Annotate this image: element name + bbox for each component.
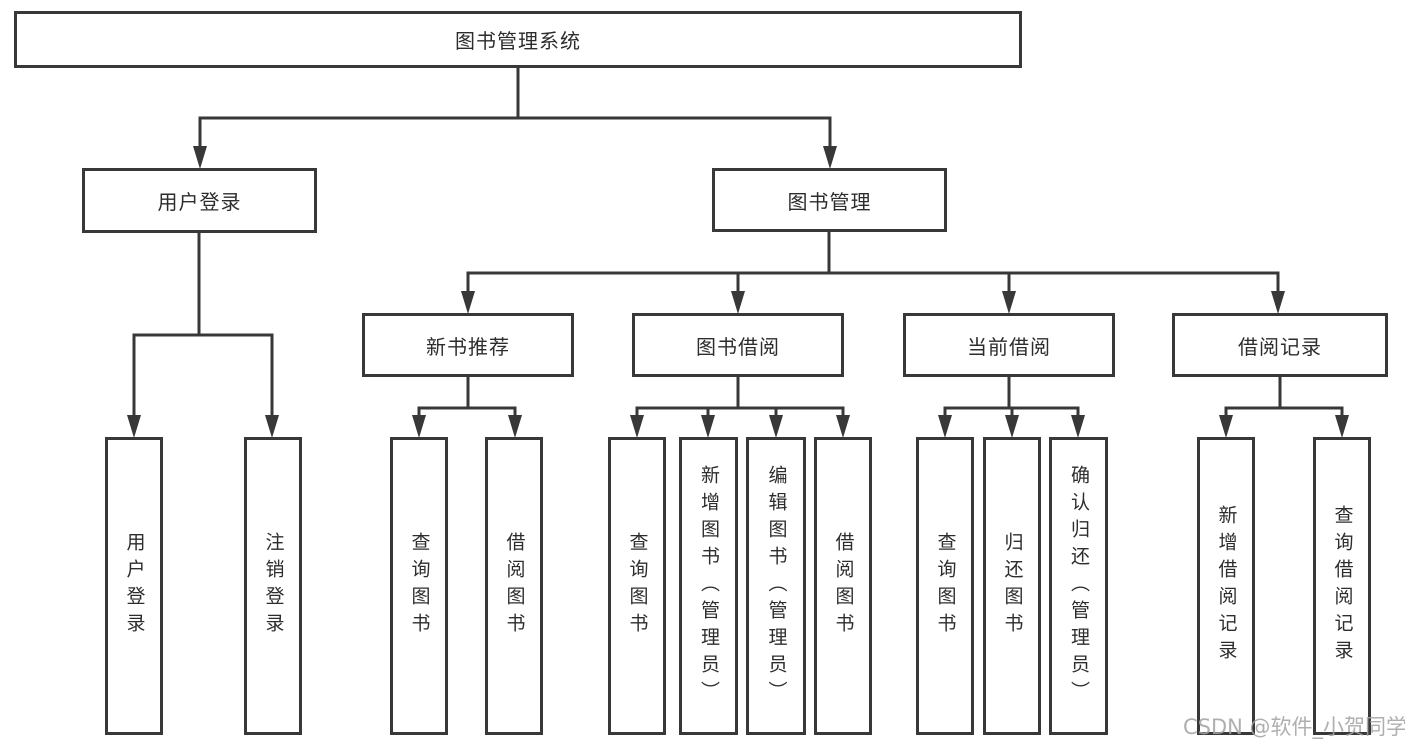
connector-book-mgmt-children — [461, 230, 1285, 314]
connector-book-borrow-children — [630, 375, 850, 438]
leaf-query-books-current-label: 查询图书 — [934, 532, 957, 640]
leaf-query-books-borrow: 查询图书 — [608, 437, 666, 735]
node-book-management: 图书管理 — [712, 168, 947, 232]
node-new-book-recommend-label: 新书推荐 — [426, 334, 510, 359]
leaf-return-books: 归还图书 — [983, 437, 1041, 735]
node-user-login-label: 用户登录 — [157, 190, 242, 214]
node-system-root: 图书管理系统 — [14, 11, 1022, 68]
leaf-edit-book-admin: 编辑图书（管理员） — [746, 437, 806, 735]
node-system-root-label: 图书管理系统 — [455, 29, 581, 53]
leaf-add-book-admin: 新增图书（管理员） — [679, 437, 738, 735]
connector-new-book-rec-children — [412, 375, 522, 438]
leaf-logout: 注销登录 — [244, 437, 302, 735]
leaf-query-books-recommend-label: 查询图书 — [408, 532, 431, 640]
leaf-borrow-books-recommend-label: 借阅图书 — [503, 532, 526, 640]
leaf-query-books-borrow-label: 查询图书 — [626, 532, 649, 640]
leaf-query-borrow-record-label: 查询借阅记录 — [1331, 505, 1354, 667]
leaf-edit-book-admin-label: 编辑图书（管理员） — [765, 464, 788, 708]
node-book-borrowing: 图书借阅 — [632, 313, 844, 377]
leaf-user-login: 用户登录 — [105, 437, 163, 735]
node-current-borrowing-label: 当前借阅 — [967, 334, 1051, 359]
leaf-add-borrow-record: 新增借阅记录 — [1197, 437, 1255, 735]
node-borrow-records-label: 借阅记录 — [1238, 334, 1322, 359]
watermark: CSDN @软件_小贺同学 — [1183, 715, 1405, 739]
leaf-query-books-recommend: 查询图书 — [390, 437, 448, 735]
node-new-book-recommend: 新书推荐 — [362, 313, 574, 377]
leaf-add-borrow-record-label: 新增借阅记录 — [1215, 505, 1238, 667]
leaf-query-books-current: 查询图书 — [916, 437, 974, 735]
leaf-borrow-books-recommend: 借阅图书 — [485, 437, 543, 735]
node-book-management-label: 图书管理 — [787, 189, 872, 214]
node-current-borrowing: 当前借阅 — [903, 313, 1115, 377]
node-borrow-records: 借阅记录 — [1172, 313, 1388, 377]
leaf-user-login-label: 用户登录 — [123, 532, 146, 640]
connector-root-to-level2 — [193, 66, 837, 169]
node-book-borrowing-label: 图书借阅 — [696, 334, 780, 359]
leaf-add-book-admin-label: 新增图书（管理员） — [698, 464, 720, 708]
leaf-logout-label: 注销登录 — [262, 532, 285, 640]
connector-user-login-children — [127, 231, 279, 438]
leaf-borrow-books-borrow: 借阅图书 — [814, 437, 872, 735]
leaf-confirm-return-admin: 确认归还（管理员） — [1049, 437, 1108, 735]
leaf-borrow-books-borrow-label: 借阅图书 — [832, 532, 855, 640]
connector-current-borrow-children — [938, 375, 1085, 438]
connector-borrow-record-children — [1219, 375, 1349, 438]
node-user-login: 用户登录 — [82, 168, 317, 233]
leaf-return-books-label: 归还图书 — [1001, 532, 1024, 640]
leaf-query-borrow-record: 查询借阅记录 — [1313, 437, 1371, 735]
leaf-confirm-return-admin-label: 确认归还（管理员） — [1068, 464, 1090, 708]
